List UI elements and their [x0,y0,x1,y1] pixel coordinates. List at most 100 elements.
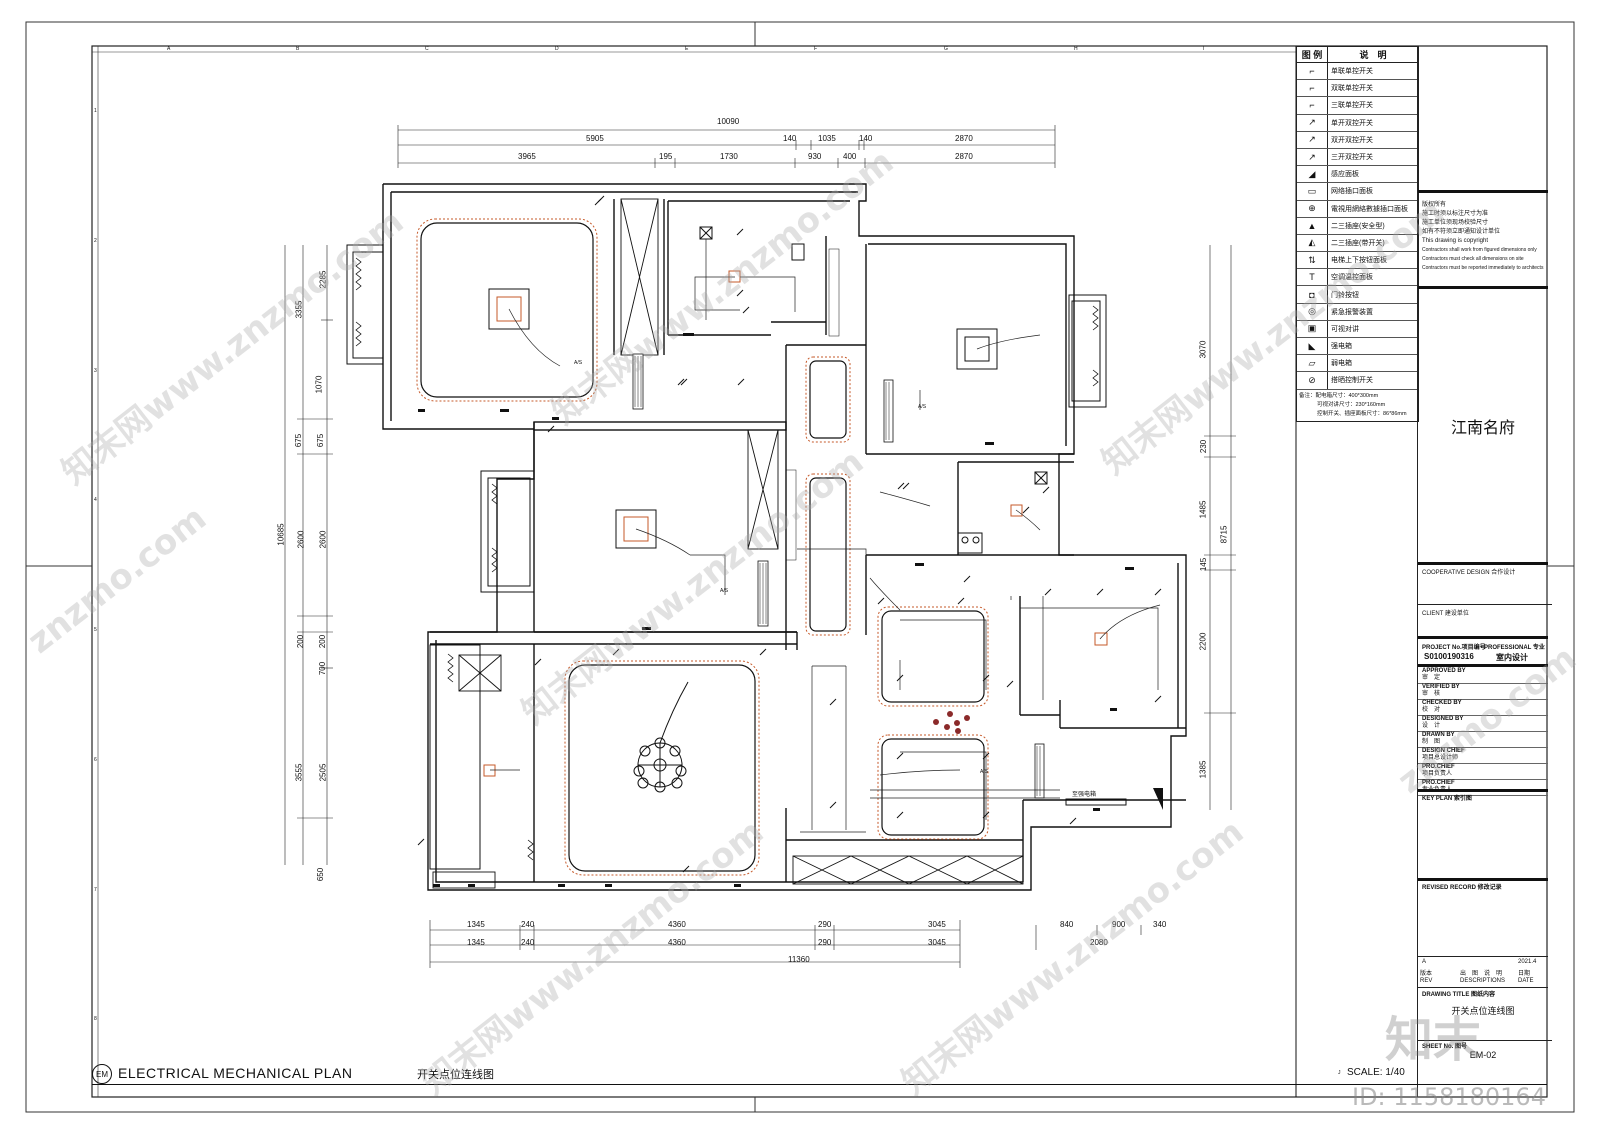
grid-row-2: 2 [94,238,97,244]
legend-row: ↗双开双控开关 [1297,131,1418,149]
rev-date: 2021.4 [1518,959,1537,965]
dim-top-5: 2870 [955,134,973,143]
dim-bot2-5: 3045 [928,938,946,947]
drawing-title-label: DRAWING TITLE 图纸内容 [1422,992,1495,998]
project-no-values: S0100190316 室内设计 [1418,652,1554,662]
dim-left-total: 10685 [276,523,286,546]
sheet-no-label: SHEET No. 图号 [1418,1040,1552,1050]
watermark-id: ID: 1158180164 [1352,1083,1546,1111]
legend-table: 图 例 说 明 ⌐单联单控开关⌐双联单控开关⌐三联单控开关↗单开双控开关↗双开双… [1296,46,1419,422]
grid-row-4: 4 [94,497,97,503]
role-cn: 制 图 [1422,739,1441,745]
legend-row: ◘门铃按钮 [1297,286,1418,304]
role-en: APPROVED BY [1422,668,1466,674]
project-no: S0100190316 [1424,652,1474,661]
legend-label: 空调温控面板 [1331,274,1373,282]
copyright-line: 施工单位须现场校验尺寸 [1422,220,1489,226]
plan-title-en: ELECTRICAL MECHANICAL PLAN [118,1065,353,1081]
dim-top-3: 1035 [818,134,836,143]
project-name: 江南名府 [1450,420,1515,437]
professional-label: PROFESSIONAL 专业 [1484,645,1545,651]
grid-col-i: I [1203,46,1205,52]
copyright-line: Contractors shall work from figured dime… [1422,247,1537,253]
client: CLIENT 建设单位 [1418,604,1552,617]
legend-label: 网络插口面板 [1331,188,1373,196]
dim-mid-1: 3965 [518,152,536,161]
power-box-note: 至强电箱 [1072,792,1097,798]
role-en: PRO.CHIEF [1422,764,1455,770]
grid-col-a: A [167,46,171,52]
grid-col-c: C [425,46,429,52]
dim-mid-3: 1730 [720,152,738,161]
triple-2way-switch-icon: ↗ [1297,148,1328,166]
role-en: DRAWN BY [1422,732,1455,738]
legend-label: 三开双控开关 [1331,154,1373,162]
title-block-divider [1418,664,1548,667]
dim-left-in-3: 2600 [318,530,328,549]
switched-socket-icon: ◭ [1297,234,1328,252]
dim-top-total: 10090 [717,117,740,126]
title-block: 版权所有 施工时须以标注尺寸为准 施工单位须现场校验尺寸 如有不符须立即通知设计… [1417,46,1552,1097]
legend-row: ▱弱电箱 [1297,355,1418,373]
legend-label: 可视对讲 [1331,325,1359,333]
copyright-line: Contractors must be reported immediately… [1422,265,1544,271]
key-plan: KEY PLAN 索引图 [1422,796,1472,802]
role-en: VERIFIED BY [1422,684,1460,690]
dim-left-in-6: 2505 [318,763,328,782]
drying-rack-switch-icon: ⊘ [1297,372,1328,389]
dim-left-3: 675 [294,433,304,448]
dim-bot-8: 340 [1153,920,1167,929]
dim-right-5: 2200 [1198,632,1208,651]
legend-label: 门铃按钮 [1331,291,1359,299]
legend-label: 感应面板 [1331,171,1359,179]
legend-label: 三联单控开关 [1331,102,1373,110]
legend-label: 双开双控开关 [1331,136,1373,144]
dim-mid-4: 930 [808,152,822,161]
dim-bot2-6: 2080 [1090,938,1108,947]
dim-top-4: 140 [859,134,873,143]
legend-row: ⌐单联单控开关 [1297,63,1418,81]
triple-switch-icon: ⌐ [1297,97,1328,114]
grid-col-g: G [944,46,948,52]
dim-mid-6: 2870 [955,152,973,161]
alarm-icon: ◎ [1297,303,1328,320]
legend-label: 二三插座(带开关) [1331,239,1385,247]
title-block-divider [1418,190,1548,193]
plan-title-bar: EM ELECTRICAL MECHANICAL PLAN 开关点位连线图 SC… [92,1064,1547,1086]
role-cn: 校 对 [1422,707,1441,713]
dim-left-in-2: 675 [316,433,326,448]
dim-left-2: 1070 [314,375,324,394]
dim-right-3: 1485 [1198,500,1208,519]
legend-row: ⌐三联单控开关 [1297,97,1418,115]
plan-title-cn: 开关点位连线图 [417,1069,494,1081]
project-no-label: PROJECT No.项目编号 [1422,645,1486,651]
plan-scale: SCALE: 1/40 [1347,1067,1405,1078]
grid-row-6: 6 [94,757,97,763]
dim-bot-7: 900 [1112,920,1126,929]
dim-left-in-5: 700 [318,661,328,676]
power-box-icon: ◣ [1297,338,1328,355]
copyright-line: 施工时须以标注尺寸为准 [1422,211,1489,217]
grid-col-f: F [814,46,818,52]
legend-row: ↗单开双控开关 [1297,114,1418,132]
project-no-row: PROJECT No.项目编号 PROFESSIONAL 专业 [1418,642,1552,651]
dim-top-1: 5905 [586,134,604,143]
ac-switch-label: A/S [918,404,927,410]
tv-data-socket-icon: ⊕ [1297,200,1328,217]
legend-label: 单开双控开关 [1331,119,1373,127]
dim-bot-5: 3045 [928,920,946,929]
legend-label: 强电箱 [1331,343,1352,351]
legend-label: 双联单控开关 [1331,85,1373,93]
dim-bot2-4: 290 [818,938,832,947]
legend-label: 二三插座(安全型) [1331,222,1385,230]
dim-left-5: 200 [296,634,306,649]
grid-row-7: 7 [94,887,97,893]
legend-note: 备注：配电箱尺寸：400*300mm [1299,392,1379,399]
copyright-line: This drawing is copyright [1422,238,1489,244]
legend-note: 可视对讲尺寸：230*160mm [1317,401,1386,408]
legend-label: 弱电箱 [1331,360,1352,368]
